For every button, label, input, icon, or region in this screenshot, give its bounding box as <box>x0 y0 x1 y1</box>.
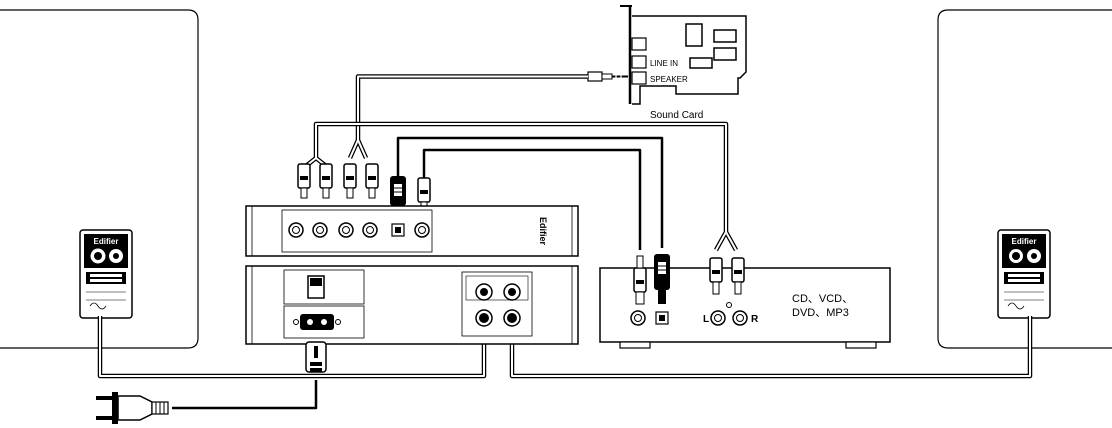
rca-plugs-amp <box>297 163 431 214</box>
sound-card: LINE IN SPEAKER Sound Card <box>620 5 747 121</box>
rca-plug <box>365 163 379 199</box>
rca-plug <box>709 257 723 295</box>
rca-plug <box>731 257 745 295</box>
rca-plug <box>319 163 333 199</box>
cable-amp-to-player-rca <box>304 121 738 252</box>
wall-plug <box>96 392 169 424</box>
player-format-line-2: DVD、MP3 <box>792 307 849 319</box>
optical-plug <box>654 254 670 304</box>
left-speaker-brand: Edifier <box>94 237 119 246</box>
cable-power <box>172 380 318 410</box>
right-speaker-brand: Edifier <box>1012 237 1037 246</box>
player-right-channel-label: R <box>751 314 759 325</box>
cable-soundcard-to-amp <box>347 74 588 159</box>
sound-card-line-in-label: LINE IN <box>650 59 678 68</box>
amplifier-bottom-unit <box>245 265 579 345</box>
cable-optical <box>396 136 664 248</box>
amplifier-brand: Edifier <box>538 217 548 246</box>
player-left-channel-label: L <box>703 314 709 325</box>
power-socket <box>300 314 334 330</box>
left-speaker: Edifier <box>0 9 199 349</box>
rca-plugs-player <box>633 254 745 305</box>
player-format-line-1: CD、VCD、 <box>792 293 853 305</box>
sound-card-speaker-label: SPEAKER <box>650 75 688 84</box>
rca-plug <box>297 163 311 199</box>
mini-jack-plug <box>587 71 628 82</box>
cable-coaxial <box>422 148 642 250</box>
left-speaker-terminal-panel: Edifier <box>79 229 133 319</box>
rca-plug <box>343 163 357 199</box>
sound-card-caption: Sound Card <box>650 110 703 121</box>
right-speaker-terminal-panel: Edifier <box>997 229 1051 319</box>
rca-plug <box>633 255 647 305</box>
power-plug-amp <box>305 341 327 373</box>
amplifier-top-unit: Edifier <box>245 205 579 257</box>
media-player: L R CD、VCD、 DVD、MP3 <box>599 267 891 349</box>
right-speaker: Edifier <box>937 9 1112 349</box>
